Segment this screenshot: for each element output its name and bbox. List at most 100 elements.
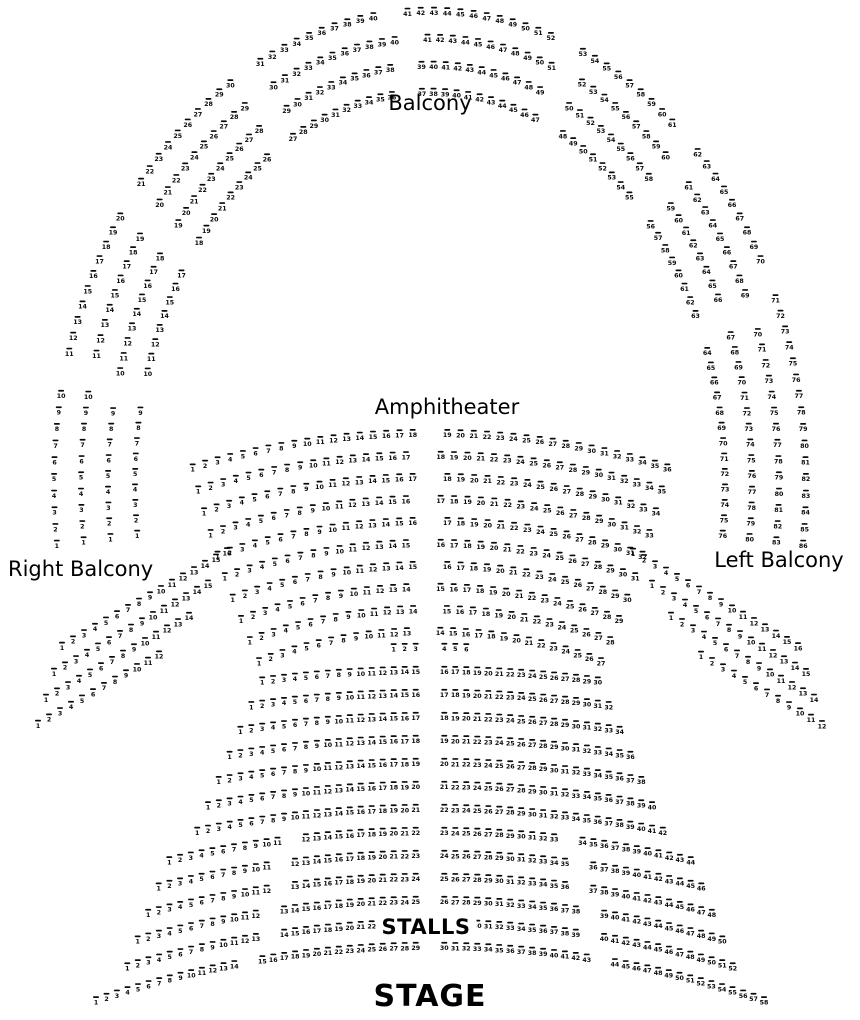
seat[interactable]: 42 xyxy=(436,34,445,44)
seat[interactable]: 37 xyxy=(615,795,624,806)
seat[interactable]: 2 xyxy=(103,992,110,1003)
seat[interactable]: 10 xyxy=(766,668,775,679)
seat[interactable]: 7 xyxy=(133,437,140,447)
seat[interactable]: 15 xyxy=(388,495,397,506)
seat[interactable]: 71 xyxy=(720,452,729,463)
seat[interactable]: 5 xyxy=(198,872,205,883)
seat[interactable]: 28 xyxy=(204,98,213,108)
seat[interactable]: 4 xyxy=(291,672,298,683)
seat[interactable]: 22 xyxy=(528,591,537,602)
seat[interactable]: 34 xyxy=(645,481,654,492)
seat[interactable]: 8 xyxy=(112,675,118,686)
seat[interactable]: 2 xyxy=(401,643,408,653)
seat[interactable]: 12 xyxy=(151,338,160,349)
seat[interactable]: 8 xyxy=(726,623,732,634)
seat[interactable]: 6 xyxy=(307,618,314,628)
seat[interactable]: 29 xyxy=(611,589,620,600)
seat[interactable]: 42 xyxy=(654,872,663,883)
seat[interactable]: 41 xyxy=(621,913,630,924)
seat[interactable]: 38 xyxy=(429,87,438,98)
seat[interactable]: 72 xyxy=(720,468,729,478)
seat[interactable]: 52 xyxy=(598,162,607,172)
seat[interactable]: 3 xyxy=(262,607,269,617)
seat[interactable]: 20 xyxy=(496,564,505,575)
seat[interactable]: 36 xyxy=(317,26,327,37)
seat[interactable]: 28 xyxy=(594,560,603,571)
seat[interactable]: 25 xyxy=(539,670,548,681)
seat[interactable]: 8 xyxy=(775,694,781,705)
seat[interactable]: 24 xyxy=(523,479,532,489)
seat[interactable]: 11 xyxy=(119,352,128,362)
seat[interactable]: 45 xyxy=(686,879,695,890)
seat[interactable]: 66 xyxy=(714,293,723,304)
seat[interactable]: 2 xyxy=(46,713,52,724)
seat[interactable]: 24 xyxy=(548,573,557,583)
seat[interactable]: 50 xyxy=(521,22,530,33)
seat[interactable]: 26 xyxy=(535,436,545,446)
seat[interactable]: 5 xyxy=(239,450,246,460)
seat[interactable]: 4 xyxy=(238,496,245,507)
seat[interactable]: 7 xyxy=(101,682,107,692)
seat[interactable]: 12 xyxy=(241,934,250,945)
seat[interactable]: 11 xyxy=(316,436,325,446)
seat[interactable]: 15 xyxy=(375,452,384,463)
seat[interactable]: 5 xyxy=(279,578,286,589)
seat[interactable]: 24 xyxy=(509,432,518,443)
seat[interactable]: 1 xyxy=(215,776,222,786)
seat[interactable]: 23 xyxy=(345,944,354,955)
seat[interactable]: 44 xyxy=(443,7,452,18)
seat[interactable]: 43 xyxy=(632,938,641,949)
seat[interactable]: 2 xyxy=(166,879,173,890)
seat[interactable]: 30 xyxy=(440,941,449,952)
seat[interactable]: 18 xyxy=(102,240,111,251)
seat[interactable]: 16 xyxy=(456,605,465,616)
seat[interactable]: 14 xyxy=(388,539,398,550)
seat[interactable]: 8 xyxy=(325,591,332,602)
seat[interactable]: 48 xyxy=(707,908,716,919)
seat[interactable]: 3 xyxy=(281,673,287,684)
seat[interactable]: 6 xyxy=(284,554,291,565)
seat[interactable]: 34 xyxy=(578,836,587,847)
seat[interactable]: 15 xyxy=(395,517,404,528)
seat[interactable]: 6 xyxy=(270,767,277,778)
seat[interactable]: 25 xyxy=(495,759,504,770)
seat[interactable]: 69 xyxy=(741,289,750,299)
seat[interactable]: 31 xyxy=(256,57,265,68)
seat[interactable]: 46 xyxy=(675,924,685,935)
seat[interactable]: 68 xyxy=(730,346,739,356)
seat[interactable]: 13 xyxy=(280,905,289,916)
seat[interactable]: 33 xyxy=(327,81,336,91)
seat[interactable]: 30 xyxy=(528,808,537,818)
seat[interactable]: 26 xyxy=(495,782,504,793)
seat[interactable]: 14 xyxy=(302,879,311,890)
seat[interactable]: 8 xyxy=(745,655,751,666)
seat[interactable]: 30 xyxy=(613,543,623,553)
seat[interactable]: 69 xyxy=(734,361,743,371)
seat[interactable]: 9 xyxy=(291,439,298,450)
seat[interactable]: 23 xyxy=(516,500,525,511)
seat[interactable]: 32 xyxy=(561,788,570,799)
seat[interactable]: 62 xyxy=(693,148,702,158)
seat[interactable]: 11 xyxy=(160,604,169,615)
seat[interactable]: 29 xyxy=(574,442,583,452)
seat[interactable]: 16 xyxy=(382,429,391,440)
seat[interactable]: 37 xyxy=(589,884,598,895)
seat[interactable]: 40 xyxy=(643,847,653,858)
seat[interactable]: 50 xyxy=(707,956,717,967)
seat[interactable]: 6 xyxy=(105,454,112,464)
seat[interactable]: 55 xyxy=(728,986,737,997)
seat[interactable]: 18 xyxy=(367,828,376,839)
seat[interactable]: 26 xyxy=(528,715,537,726)
seat[interactable]: 14 xyxy=(362,453,371,464)
seat[interactable]: 12 xyxy=(291,857,300,868)
seat[interactable]: 64 xyxy=(702,265,711,276)
seat[interactable]: 21 xyxy=(163,186,172,196)
seat[interactable]: 12 xyxy=(342,477,351,488)
seat[interactable]: 4 xyxy=(76,674,82,685)
seat[interactable]: 3 xyxy=(279,649,286,659)
seat[interactable]: 17 xyxy=(474,629,483,639)
seat[interactable]: 4 xyxy=(227,453,234,463)
seat[interactable]: 10 xyxy=(291,811,300,822)
seat[interactable]: 21 xyxy=(440,780,449,791)
seat[interactable]: 35 xyxy=(305,32,314,42)
